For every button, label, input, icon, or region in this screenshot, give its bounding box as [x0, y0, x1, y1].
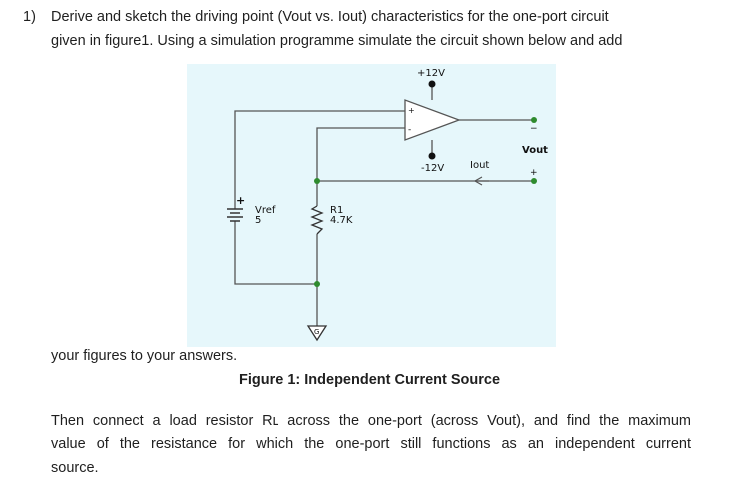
vplus-terminal	[428, 80, 436, 88]
circuit-wires	[234, 86, 534, 326]
iout-label: Iout	[470, 160, 489, 171]
circuit-diagram: + - +12V -12V Vout − + Iout + Vref 5 R1 …	[187, 64, 556, 347]
svg-text:-: -	[408, 125, 411, 135]
vminus-label: -12V	[421, 163, 444, 174]
ground-label: G	[314, 328, 319, 336]
vref-plus: +	[236, 194, 245, 207]
node-r1-top	[314, 178, 320, 184]
r1-value: 4.7K	[330, 215, 353, 226]
vref-name: Vref	[255, 205, 276, 216]
vref-value: 5	[255, 215, 261, 226]
op-amp	[404, 99, 461, 141]
ground-symbol	[306, 325, 328, 342]
vminus-terminal	[428, 152, 436, 160]
vref-battery	[227, 208, 243, 222]
question-text-line-1: Derive and sketch the driving point (Vou…	[51, 9, 609, 25]
question-text-line-3: your figures to your answers.	[51, 348, 238, 364]
svg-text:+: +	[408, 106, 415, 115]
node-ground	[314, 281, 320, 287]
question-text-line-2: given in figure1. Using a simulation pro…	[51, 33, 623, 49]
vplus-label: +12V	[417, 68, 445, 79]
vout-minus: −	[530, 124, 538, 134]
vout-terminal-top	[531, 117, 537, 123]
r1-resistor	[310, 205, 324, 235]
question-number: 1)	[23, 9, 36, 25]
r1-name: R1	[330, 205, 343, 216]
followup-line-3: source.	[51, 460, 99, 476]
figure-caption: Figure 1: Independent Current Source	[239, 372, 501, 388]
followup-line-1: Then connect a load resistor Rʟ across t…	[51, 413, 691, 429]
followup-line-2: value of the resistance for which the on…	[51, 436, 691, 452]
iout-arrow	[473, 176, 489, 186]
vout-terminal-bottom	[531, 178, 537, 184]
vout-label: Vout	[522, 145, 548, 156]
vout-plus: +	[530, 168, 538, 178]
